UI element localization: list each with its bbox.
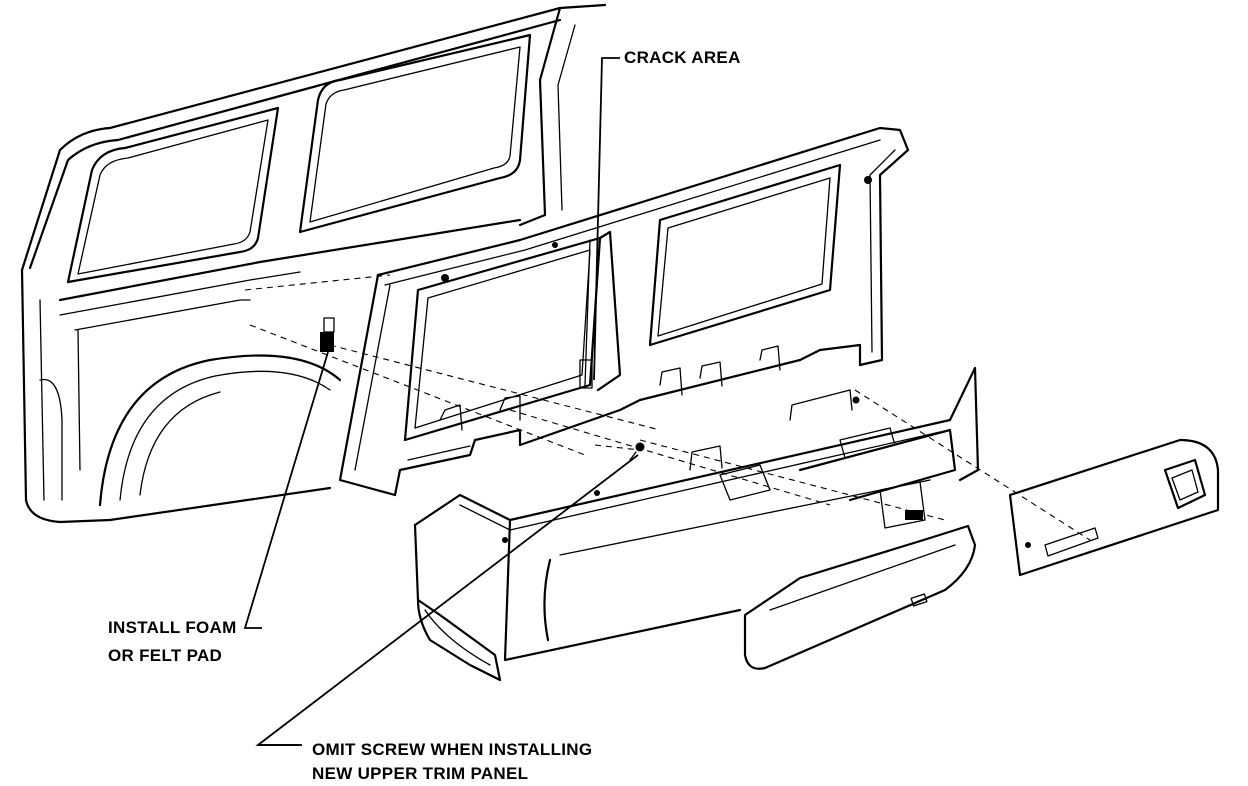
install-foam-label-line2: OR FELT PAD xyxy=(108,646,223,665)
crack-area-label: CRACK AREA xyxy=(624,48,741,67)
upper-trim-panel xyxy=(338,126,910,497)
front-side-window xyxy=(66,106,280,284)
omit-screw-label-line1: OMIT SCREW WHEN INSTALLING xyxy=(312,740,593,759)
alignment-lines xyxy=(244,274,1091,541)
screw xyxy=(629,442,645,461)
omit-screw-label-line2: NEW UPPER TRIM PANEL xyxy=(312,764,529,783)
foam-pad xyxy=(320,317,335,352)
install-foam-label-line1: INSTALL FOAM xyxy=(108,618,237,637)
front-panel-insert xyxy=(743,524,977,670)
rear-side-window xyxy=(298,33,532,234)
omit-screw-leader-a xyxy=(255,454,639,746)
install-foam-leader xyxy=(243,351,329,629)
vehicle-body-side xyxy=(20,3,607,524)
lower-trim-panel xyxy=(413,366,980,682)
right-end-cap xyxy=(1008,438,1220,577)
crack-area-leader xyxy=(593,57,620,381)
